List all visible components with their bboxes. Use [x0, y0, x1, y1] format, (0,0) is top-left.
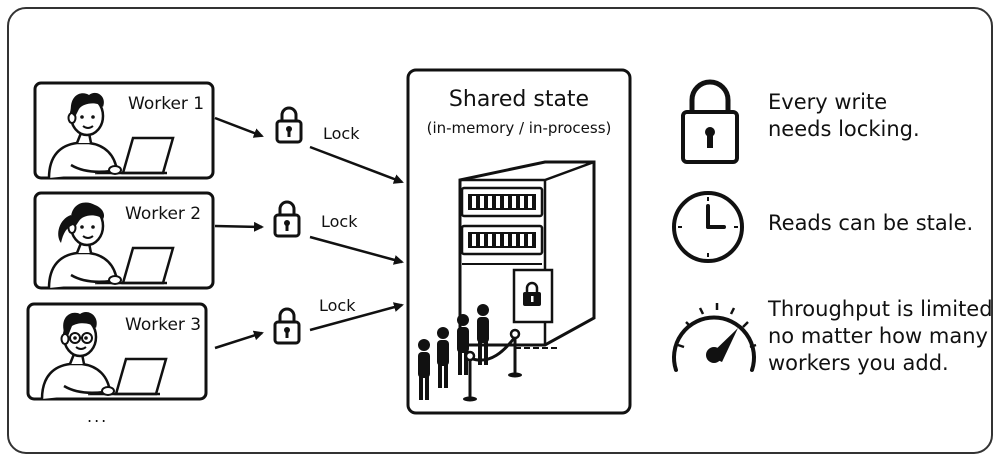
worker-card-2 [33, 191, 215, 290]
note-throughput-line-3: workers you add. [768, 351, 949, 375]
worker-2-label: Worker 2 [125, 204, 202, 224]
worker-3-label: Worker 3 [125, 315, 202, 335]
note-locking: Every write needs locking. [768, 89, 920, 143]
note-stale-reads: Reads can be stale. [768, 210, 973, 237]
note-stale-reads-line-1: Reads can be stale. [768, 211, 974, 235]
note-locking-line-2: needs locking. [768, 117, 920, 141]
queue-figures [418, 304, 560, 402]
worker-3-lock-label: Lock [319, 296, 356, 315]
shared-state-subtitle: (in-memory / in-process) [426, 119, 612, 137]
clock-icon [672, 191, 744, 263]
note-throughput-line-2: no matter how many [768, 324, 988, 348]
worker-card-1 [33, 81, 215, 180]
shared-state-title: Shared state [448, 87, 590, 112]
worker-1-label: Worker 1 [128, 94, 205, 114]
worker-card-3 [26, 302, 208, 401]
worker-1-lock-label: Lock [323, 124, 360, 143]
more-workers-ellipsis: ... [87, 407, 109, 426]
padlock-icon [681, 79, 739, 164]
worker-2-lock-label: Lock [321, 212, 358, 231]
note-throughput-line-1: Throughput is limited [768, 297, 993, 321]
note-throughput: Throughput is limited no matter how many… [768, 296, 993, 377]
speedometer-icon [672, 303, 757, 372]
note-locking-line-1: Every write [768, 90, 888, 114]
